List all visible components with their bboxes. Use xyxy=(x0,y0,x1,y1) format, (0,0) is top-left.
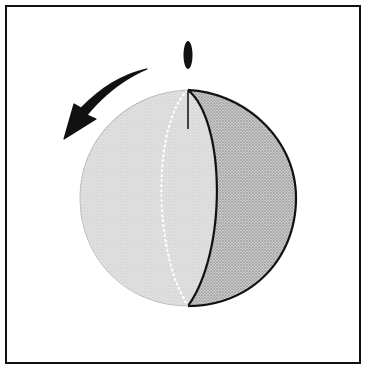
rotation-axis-marker-icon xyxy=(184,41,193,69)
sphere xyxy=(80,90,296,306)
